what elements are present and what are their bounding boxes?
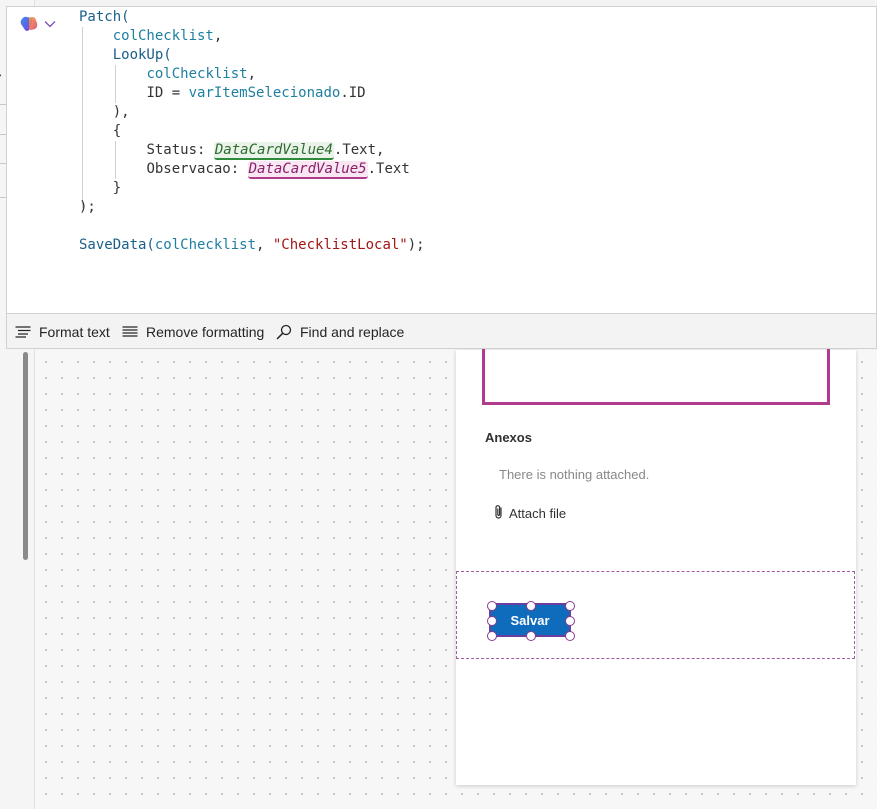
- copilot-icon[interactable]: [19, 15, 39, 33]
- formula-editor[interactable]: Patch( colChecklist, LookUp( colChecklis…: [6, 6, 877, 313]
- code-line[interactable]: Status: DataCardValue4.Text,: [79, 141, 425, 160]
- code-line[interactable]: [79, 217, 425, 236]
- vertical-scrollbar[interactable]: [23, 352, 28, 560]
- code-token: }: [112, 180, 122, 196]
- attachments-label: Anexos: [485, 430, 532, 445]
- code-token: "ChecklistLocal": [272, 237, 408, 253]
- code-line[interactable]: Observacao: DataCardValue5.Text: [79, 160, 425, 179]
- format-text-label: Format text: [39, 324, 110, 340]
- code-token: );: [79, 199, 96, 215]
- chevron-right-icon[interactable]: ›: [0, 66, 2, 82]
- paperclip-icon: [492, 504, 506, 523]
- code-token: .Text,: [333, 142, 385, 158]
- find-replace-button[interactable]: Find and replace: [276, 314, 404, 350]
- divider: [0, 104, 6, 105]
- code-token: Observacao:: [146, 161, 248, 177]
- divider: [0, 134, 6, 135]
- code-token: =: [163, 85, 189, 101]
- attachments-empty-message: There is nothing attached.: [499, 467, 650, 482]
- indent-guide: [115, 65, 116, 103]
- resize-handle[interactable]: [526, 631, 536, 641]
- resize-handle[interactable]: [526, 601, 536, 611]
- indent-guide: [115, 141, 116, 179]
- format-text-button[interactable]: Format text: [15, 314, 110, 350]
- code-token: [79, 180, 113, 196]
- code-token: Status:: [146, 142, 214, 158]
- code-token: [79, 47, 113, 63]
- formula-code[interactable]: Patch( colChecklist, LookUp( colChecklis…: [79, 8, 425, 255]
- remove-formatting-icon: [122, 326, 138, 338]
- divider: [0, 197, 6, 198]
- code-line[interactable]: );: [79, 198, 425, 217]
- code-token: ,: [247, 66, 257, 82]
- code-token: [79, 85, 146, 101]
- resize-handle[interactable]: [487, 631, 497, 641]
- code-token: colChecklist: [154, 237, 257, 253]
- control-reference-token: DataCardValue4: [213, 142, 334, 160]
- resize-handle[interactable]: [487, 616, 497, 626]
- code-token: [79, 142, 146, 158]
- code-line[interactable]: ),: [79, 103, 425, 122]
- search-icon: [276, 324, 292, 340]
- code-line[interactable]: colChecklist,: [79, 65, 425, 84]
- code-line[interactable]: ID = varItemSelecionado.ID: [79, 84, 425, 103]
- resize-handle[interactable]: [565, 601, 575, 611]
- selected-datacard-outline: [456, 571, 855, 659]
- code-line[interactable]: SaveData(colChecklist, "ChecklistLocal")…: [79, 236, 425, 255]
- indent-guide: [82, 27, 83, 208]
- code-token: ,: [213, 28, 223, 44]
- code-token: ),: [112, 104, 130, 120]
- code-line[interactable]: colChecklist,: [79, 27, 425, 46]
- code-token: [79, 28, 113, 44]
- code-token: );: [407, 237, 425, 253]
- code-token: Patch(: [79, 9, 130, 25]
- code-token: [79, 123, 113, 139]
- code-token: [79, 161, 146, 177]
- code-token: .Text: [367, 161, 410, 177]
- code-token: ID: [146, 85, 164, 101]
- remove-formatting-label: Remove formatting: [146, 324, 265, 340]
- format-text-icon: [15, 326, 31, 338]
- code-line[interactable]: {: [79, 122, 425, 141]
- code-token: varItemSelecionado: [188, 85, 341, 101]
- code-token: SaveData(: [79, 237, 155, 253]
- form-card[interactable]: Anexos There is nothing attached. Attach…: [456, 348, 856, 785]
- divider: [0, 163, 6, 164]
- code-token: {: [112, 123, 122, 139]
- code-line[interactable]: Patch(: [79, 8, 425, 27]
- control-reference-token: DataCardValue5: [247, 161, 368, 179]
- code-token: LookUp(: [112, 47, 172, 63]
- code-token: [79, 66, 146, 82]
- code-token: colChecklist: [146, 66, 248, 82]
- remove-formatting-button[interactable]: Remove formatting: [122, 314, 264, 350]
- code-token: colChecklist: [112, 28, 214, 44]
- attach-file-link[interactable]: Attach file: [492, 504, 566, 523]
- code-line[interactable]: }: [79, 179, 425, 198]
- chevron-down-icon[interactable]: [44, 17, 56, 31]
- code-token: ,: [256, 237, 273, 253]
- formula-toolbar: Format text Remove formatting Find and r…: [6, 313, 877, 349]
- resize-handle[interactable]: [565, 616, 575, 626]
- find-replace-label: Find and replace: [300, 324, 405, 340]
- observacao-text-input[interactable]: [482, 348, 830, 405]
- code-token: [79, 104, 113, 120]
- resize-handle[interactable]: [565, 631, 575, 641]
- attach-file-label: Attach file: [509, 506, 567, 521]
- code-token: .ID: [340, 85, 366, 101]
- code-line[interactable]: LookUp(: [79, 46, 425, 65]
- resize-handle[interactable]: [487, 601, 497, 611]
